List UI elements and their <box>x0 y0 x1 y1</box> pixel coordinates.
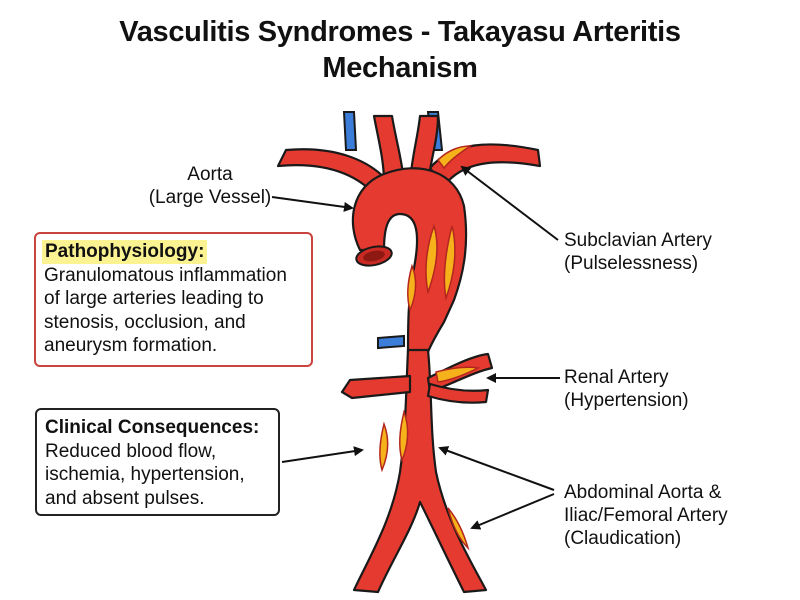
title-line-1: Vasculitis Syndromes - Takayasu Arteriti… <box>119 16 681 48</box>
abdominal-arrow-lower <box>470 493 555 530</box>
inflammation-lesions <box>379 145 481 551</box>
abdominal-arrow-upper <box>438 446 555 491</box>
abdominal-label-line-2: Iliac/Femoral Artery <box>564 505 728 526</box>
clinical-heading: Clinical Consequences: <box>45 417 260 438</box>
aortic-root-lumen <box>363 250 385 262</box>
lesion-abdominal-1 <box>399 409 409 463</box>
right-carotid-branch <box>408 114 440 186</box>
lesion-arch-2 <box>443 225 456 301</box>
clinical-arrow <box>281 446 364 463</box>
lesion-iliac <box>447 507 470 551</box>
abdominal-label: Abdominal Aorta & Iliac/Femoral Artery (… <box>564 481 728 550</box>
left-subclavian-branch <box>276 148 394 200</box>
clinical-line-2: ischemia, hypertension, <box>45 464 245 485</box>
descending-aorta <box>352 348 488 594</box>
renal-artery-left <box>340 374 412 400</box>
subclavian-label-line-1: Subclavian Artery <box>564 230 712 251</box>
renal-label-line-1: Renal Artery <box>564 367 669 388</box>
aorta-label-line-1: Aorta <box>187 164 233 185</box>
lesion-renal <box>435 366 481 383</box>
mid-vein <box>377 334 405 350</box>
diagram-title: Vasculitis Syndromes - Takayasu Arteriti… <box>0 14 800 86</box>
title-line-2: Mechanism <box>322 52 478 84</box>
aorta-arrow <box>271 196 354 212</box>
pathophysiology-box: Pathophysiology: Granulomatous inflammat… <box>34 232 313 367</box>
abdominal-label-line-1: Abdominal Aorta & <box>564 482 722 503</box>
renal-artery-right-lower <box>426 382 490 404</box>
abdominal-label-line-3: (Claudication) <box>564 528 682 549</box>
pathophysiology-line-2: of large arteries leading to <box>44 288 264 309</box>
left-jugular-vein <box>342 111 358 151</box>
pathophysiology-line-3: stenosis, occlusion, and <box>44 311 246 333</box>
renal-label: Renal Artery (Hypertension) <box>564 366 689 412</box>
pathophysiology-heading: Pathophysiology: <box>42 240 208 264</box>
aorta-label: Aorta (Large Vessel) <box>134 163 286 209</box>
subclavian-label: Subclavian Artery (Pulselessness) <box>564 229 712 275</box>
left-carotid-branch <box>372 114 406 184</box>
aortic-arch <box>351 167 468 354</box>
lesion-abdominal-2 <box>379 421 389 473</box>
arrows <box>271 165 560 530</box>
subclavian-arrow <box>460 165 559 241</box>
pathophysiology-line-4: aneurysm formation. <box>44 335 218 356</box>
lesion-subclavian <box>437 145 473 170</box>
clinical-line-3: and absent pulses. <box>45 487 205 509</box>
lesion-arch-3 <box>407 263 417 313</box>
lesion-arch-1 <box>425 223 438 295</box>
arteries <box>276 114 542 594</box>
renal-label-line-2: (Hypertension) <box>564 390 689 411</box>
pathophysiology-line-1: Granulomatous inflammation <box>44 264 287 286</box>
aorta-label-line-2: (Large Vessel) <box>148 187 272 208</box>
subclavian-label-line-2: (Pulselessness) <box>564 253 699 274</box>
clinical-consequences-box: Clinical Consequences: Reduced blood flo… <box>35 408 280 516</box>
clinical-line-1: Reduced blood flow, <box>45 440 217 462</box>
